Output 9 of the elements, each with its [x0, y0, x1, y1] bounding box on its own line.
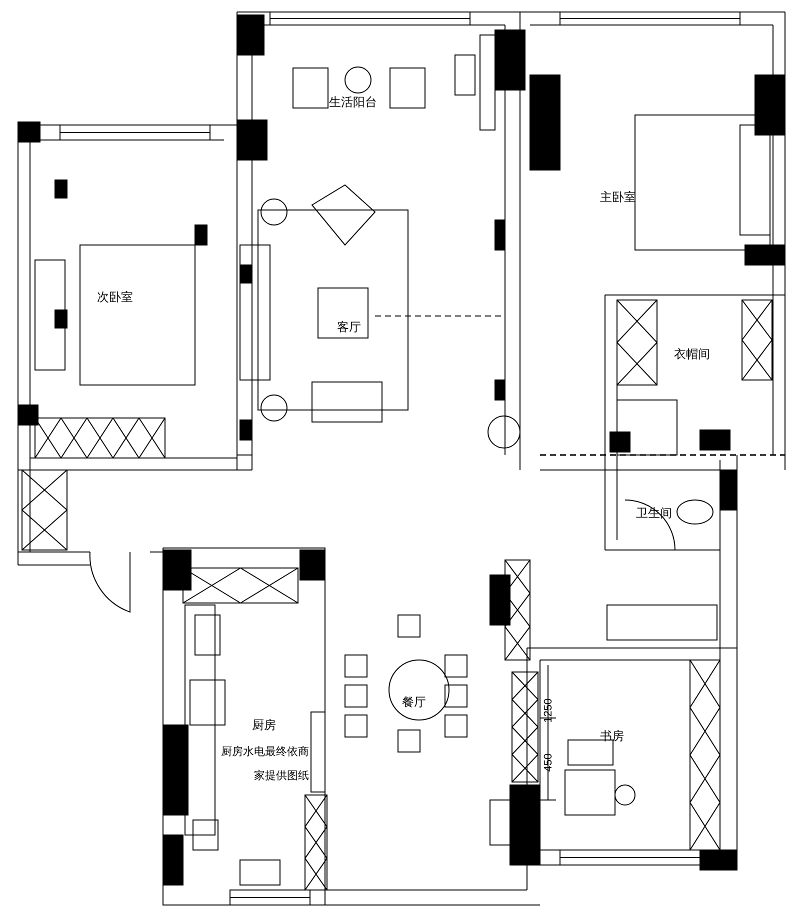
room-label: 卫生间 — [636, 506, 672, 520]
room-label: 厨房 — [252, 718, 276, 732]
room-label: 客厅 — [337, 320, 361, 334]
room-label: 生活阳台 — [329, 95, 377, 110]
note-text: 厨房水电最终依商家提供图纸 — [220, 744, 309, 784]
room-label: 餐厅 — [402, 695, 426, 710]
room-label: 次卧室 — [97, 290, 133, 304]
room-label: 主卧室 — [600, 190, 636, 204]
room-label: 衣帽间 — [674, 347, 710, 362]
